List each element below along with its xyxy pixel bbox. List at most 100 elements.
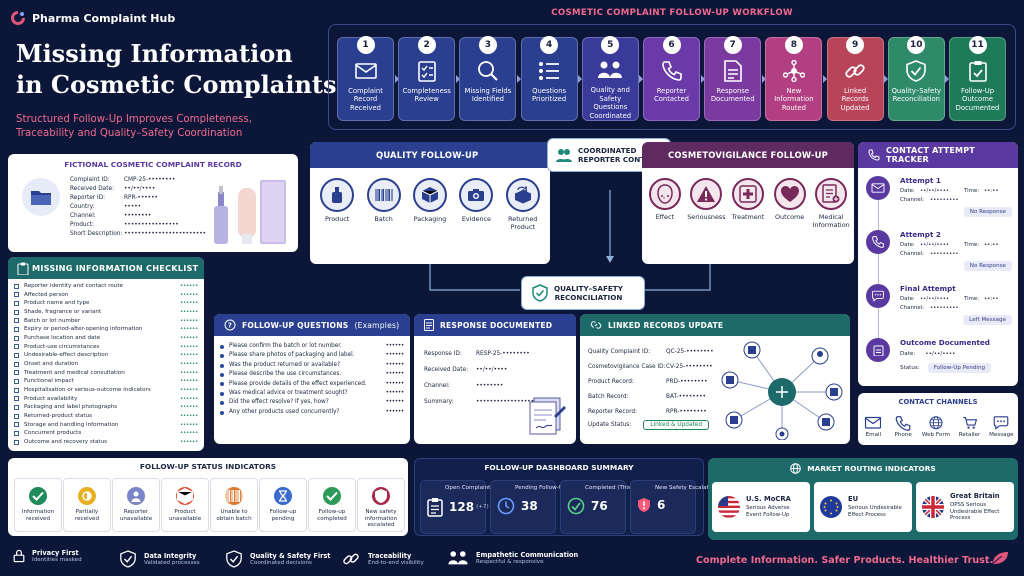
checkbox[interactable]: [14, 413, 19, 419]
cosmeto-item[interactable]: Outcome: [771, 178, 809, 229]
checklist-item[interactable]: Hospitalisation or serious-outcome indic…: [8, 386, 204, 395]
status-indicator[interactable]: Follow-up completed: [308, 478, 356, 532]
cosmeto-item[interactable]: Treatment: [729, 178, 767, 229]
checklist-item[interactable]: Purchase location and date••••••: [8, 334, 204, 343]
checklist-item[interactable]: Concurrent products••••••: [8, 429, 204, 438]
workflow-step-label: Complaint Record Received: [348, 87, 383, 112]
checklist-item[interactable]: Onset and duration••••••: [8, 360, 204, 369]
footer-item-sub: Respectful & responsive: [476, 559, 544, 565]
checklist-item[interactable]: Outcome and recovery status••••••: [8, 438, 204, 447]
cosmeto-item[interactable]: Medical Information: [812, 178, 850, 229]
channel-item[interactable]: Email: [862, 414, 884, 438]
checklist-item[interactable]: Returned-product status••••••: [8, 412, 204, 421]
checkbox[interactable]: [14, 353, 19, 359]
checkbox[interactable]: [14, 344, 19, 350]
checkbox[interactable]: [14, 283, 19, 289]
checklist-item[interactable]: Reporter identity and contact route•••••…: [8, 282, 204, 291]
checkbox[interactable]: [14, 361, 19, 367]
checkbox[interactable]: [14, 387, 19, 393]
workflow-step-label: Quality and Safety Questions Coordinated: [589, 86, 632, 120]
arrow-right-icon: [455, 75, 460, 83]
status-indicator[interactable]: Unable to obtain batch: [210, 478, 258, 532]
checkbox[interactable]: [14, 335, 19, 341]
checklist-item[interactable]: Treatment and medical consultation••••••: [8, 369, 204, 378]
status-indicator[interactable]: Reporter unavailable: [112, 478, 160, 532]
cosmeto-item[interactable]: Effect: [646, 178, 684, 229]
checklist-item[interactable]: Functional impact••••••: [8, 377, 204, 386]
checkbox[interactable]: [14, 309, 19, 315]
checklist-item-label: Onset and duration: [24, 360, 79, 367]
outcome-status-label: Status:: [900, 365, 920, 371]
status-indicator[interactable]: Partially received: [63, 478, 111, 532]
clipboard-check-icon: [968, 58, 987, 84]
question-text: Please share photos of packaging and lab…: [229, 352, 355, 359]
quality-item[interactable]: Product: [316, 178, 358, 231]
document-icon: [424, 319, 434, 331]
checkbox[interactable]: [14, 430, 19, 436]
checkbox[interactable]: [14, 396, 19, 402]
checklist-item[interactable]: Undesirable-effect description••••••: [8, 351, 204, 360]
checklist-item-label: Concurrent products: [24, 430, 82, 437]
status-indicator[interactable]: Follow-up pending: [259, 478, 307, 532]
channel-item[interactable]: Phone: [893, 414, 913, 438]
checklist-item[interactable]: Batch or lot number••••••: [8, 317, 204, 326]
checklist-item[interactable]: Expiry or period-after-opening informati…: [8, 325, 204, 334]
dashboard-tile[interactable]: Completed (This Month)76: [560, 480, 652, 534]
checklist-item-dots: ••••••: [180, 412, 198, 419]
quality-item[interactable]: Batch: [363, 178, 405, 231]
checkbox[interactable]: [14, 439, 19, 445]
checkbox[interactable]: [14, 405, 19, 411]
attempt-title: Final Attempt: [900, 284, 956, 293]
status-indicator-label: Reporter unavailable: [119, 509, 153, 522]
checklist-item[interactable]: Product-use circumstances••••••: [8, 343, 204, 352]
status-indicator[interactable]: Information received: [14, 478, 62, 532]
quality-item[interactable]: Returned Product: [502, 178, 544, 231]
checklist-item[interactable]: Affected person••••••: [8, 291, 204, 300]
checkbox[interactable]: [14, 327, 19, 333]
channel-item[interactable]: Web Form: [922, 414, 950, 438]
quality-item[interactable]: Evidence: [455, 178, 497, 231]
checklist-items: Reporter identity and contact route•••••…: [8, 279, 204, 446]
checkbox[interactable]: [14, 379, 19, 385]
checklist-item[interactable]: Packaging and label photographs••••••: [8, 403, 204, 412]
checkbox[interactable]: [14, 318, 19, 324]
status-indicator[interactable]: Product unavailable: [161, 478, 209, 532]
checkbox[interactable]: [14, 292, 19, 298]
checkbox[interactable]: [14, 301, 19, 307]
checklist-item[interactable]: Storage and handling information••••••: [8, 421, 204, 430]
channel-item[interactable]: Message: [989, 414, 1014, 438]
checklist-item[interactable]: Shade, fragrance or variant••••••: [8, 308, 204, 317]
checkbox[interactable]: [14, 422, 19, 428]
people-icon: [556, 148, 572, 162]
checklist-item[interactable]: Product name and type••••••: [8, 299, 204, 308]
cosmeto-item[interactable]: Seriousness: [687, 178, 726, 229]
checkbox[interactable]: [14, 370, 19, 376]
channel-item[interactable]: Retailer: [959, 414, 980, 438]
globe-icon: [929, 416, 943, 430]
quality-item[interactable]: Packaging: [409, 178, 451, 231]
question-item: Was medical advice or treatment sought?•…: [214, 389, 410, 398]
checklist-item[interactable]: Product availability••••••: [8, 395, 204, 404]
status-indicator[interactable]: New safety information escalated: [357, 478, 405, 532]
